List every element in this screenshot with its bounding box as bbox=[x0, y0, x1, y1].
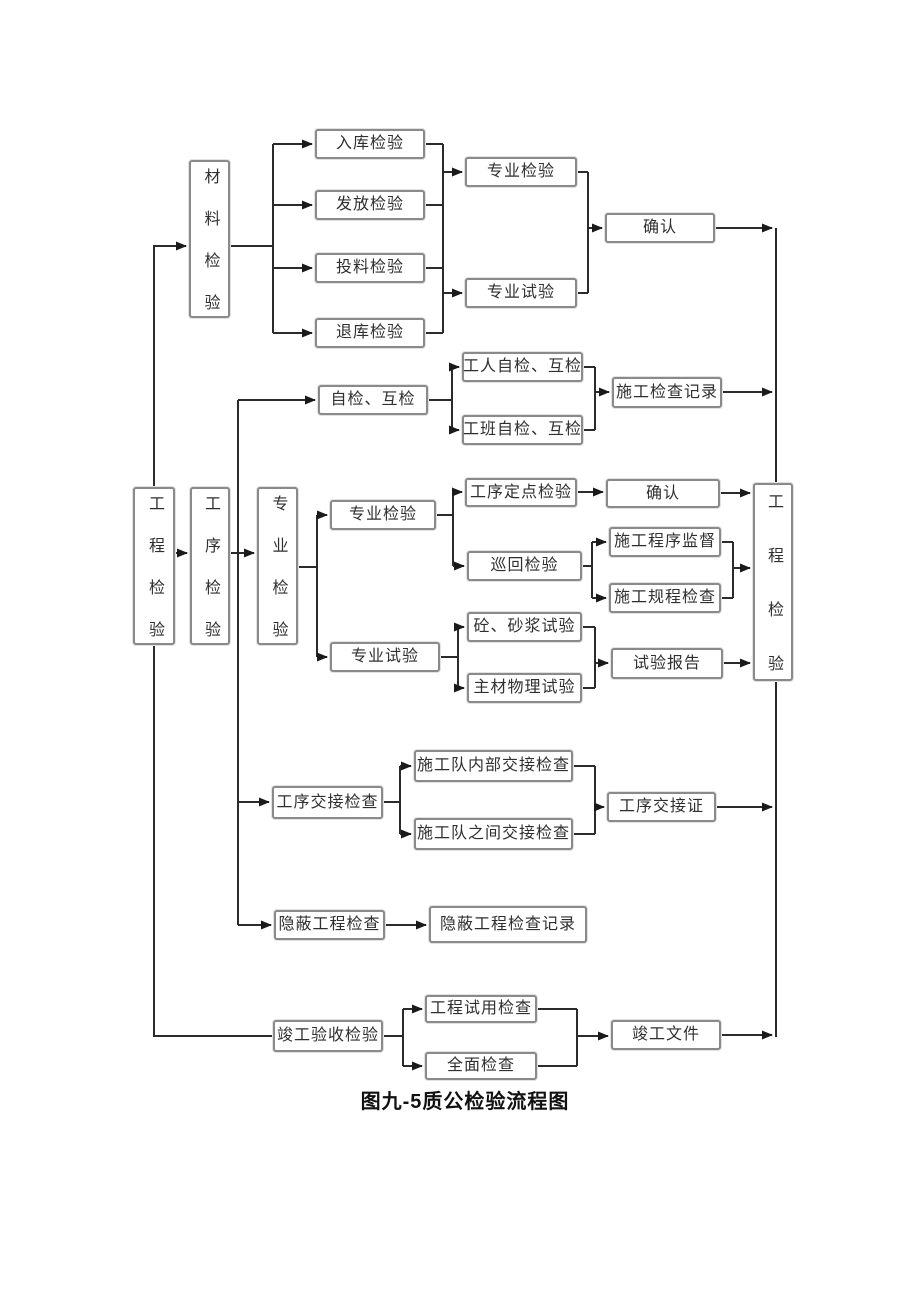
node-label: 专业检验 bbox=[269, 495, 287, 663]
node-process-handover-certificate: 工序交接证 bbox=[607, 792, 716, 822]
node-concrete-mortar-test: 砼、砂浆试验 bbox=[467, 612, 582, 642]
node-professional-inspection-column: 专业检验 bbox=[257, 487, 298, 663]
node-main-material-physical-test: 主材物理试验 bbox=[467, 673, 582, 703]
node-process-inspection: 工序检验 bbox=[190, 487, 230, 663]
node-label: 材料检验 bbox=[201, 168, 219, 336]
node-professional-test-process: 专业试验 bbox=[330, 642, 440, 672]
node-feeding-inspection: 投料检验 bbox=[315, 253, 425, 283]
node-patrol-inspection: 巡回检验 bbox=[467, 551, 582, 581]
node-label: 工程检验 bbox=[146, 495, 163, 663]
figure-caption: 图九-5质公检验流程图 bbox=[360, 1091, 570, 1113]
node-construction-regulation-check: 施工规程检查 bbox=[609, 583, 721, 613]
node-construction-procedure-supervision: 施工程序监督 bbox=[609, 527, 721, 557]
node-worker-self-check: 工人自检、互检 bbox=[462, 352, 583, 382]
node-fixed-point-inspection: 工序定点检验 bbox=[465, 478, 577, 507]
node-label: 工序检验 bbox=[202, 495, 219, 663]
node-completion-document: 竣工文件 bbox=[611, 1020, 721, 1050]
node-label: 工程检验 bbox=[765, 493, 782, 709]
node-between-teams-handover-check: 施工队之间交接检查 bbox=[414, 818, 573, 850]
node-professional-inspection-material: 专业检验 bbox=[465, 157, 577, 187]
plain-connectors bbox=[153, 143, 777, 1067]
node-process-handover-check: 工序交接检查 bbox=[272, 786, 383, 819]
node-project-inspection-root: 工程检验 bbox=[133, 487, 175, 663]
node-professional-test-material: 专业试验 bbox=[465, 278, 577, 308]
node-team-self-check: 工班自检、互检 bbox=[462, 415, 583, 445]
node-issue-inspection: 发放检验 bbox=[315, 190, 425, 220]
node-hidden-work-check-record: 隐蔽工程检查记录 bbox=[429, 906, 587, 943]
node-internal-handover-check: 施工队内部交接检查 bbox=[414, 750, 573, 782]
node-project-inspection-result: 工程检验 bbox=[753, 483, 793, 709]
node-self-mutual-check: 自检、互检 bbox=[318, 385, 428, 415]
node-completion-acceptance-inspection: 竣工验收检验 bbox=[273, 1020, 383, 1052]
node-test-report: 试验报告 bbox=[611, 648, 723, 679]
node-confirm-process: 确认 bbox=[606, 479, 720, 508]
node-construction-check-record: 施工检查记录 bbox=[612, 377, 722, 408]
node-overall-check: 全面检查 bbox=[425, 1052, 537, 1080]
node-warehouse-in-inspection: 入库检验 bbox=[315, 129, 425, 159]
node-hidden-work-check: 隐蔽工程检查 bbox=[274, 910, 385, 940]
node-material-inspection: 材料检验 bbox=[189, 160, 230, 336]
node-warehouse-return-inspection: 退库检验 bbox=[315, 318, 425, 348]
node-project-trial-check: 工程试用检查 bbox=[425, 995, 537, 1023]
node-confirm-material: 确认 bbox=[605, 213, 715, 243]
node-professional-inspection-process: 专业检验 bbox=[330, 500, 436, 530]
